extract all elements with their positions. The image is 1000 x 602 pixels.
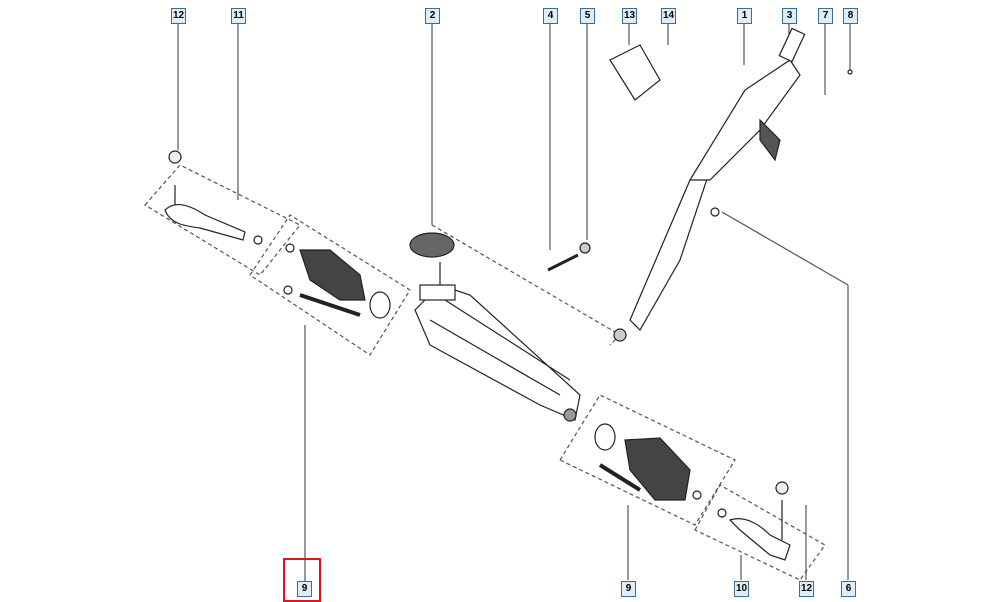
callout-8[interactable]: 8 (843, 8, 858, 24)
callout-12-top[interactable]: 12 (171, 8, 186, 24)
callout-6[interactable]: 6 (841, 581, 856, 597)
rack-housing (409, 232, 581, 422)
callout-11[interactable]: 11 (231, 8, 246, 24)
steering-column (547, 27, 853, 342)
callout-2[interactable]: 2 (425, 8, 440, 24)
callout-4[interactable]: 4 (543, 8, 558, 24)
callout-3[interactable]: 3 (782, 8, 797, 24)
left-tie-rod-end (164, 150, 263, 245)
callout-9-left-highlighted[interactable]: 9 (297, 581, 312, 597)
left-bellows-boot (283, 243, 391, 319)
callout-1[interactable]: 1 (737, 8, 752, 24)
callout-14[interactable]: 14 (661, 8, 676, 24)
leader-lines (177, 22, 851, 582)
callout-7[interactable]: 7 (818, 8, 833, 24)
right-tie-rod-end (717, 481, 791, 561)
callout-9-right[interactable]: 9 (621, 581, 636, 597)
callout-13[interactable]: 13 (622, 8, 637, 24)
right-bellows-boot (594, 423, 702, 501)
callout-5[interactable]: 5 (580, 8, 595, 24)
callout-12-bottom[interactable]: 12 (799, 581, 814, 597)
callout-10[interactable]: 10 (734, 581, 749, 597)
